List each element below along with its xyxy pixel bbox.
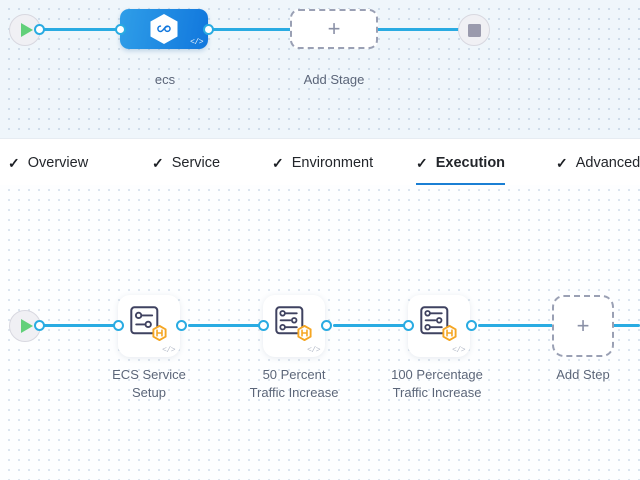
tab-advanced[interactable]: ✓ Advanced <box>556 139 640 186</box>
step-settings-icon <box>420 306 457 341</box>
play-icon <box>20 23 33 37</box>
tab-environment-label: Environment <box>291 154 374 171</box>
step-2-input-port[interactable] <box>258 320 269 331</box>
step-node-50-percent-traffic-increase[interactable]: </> <box>263 295 325 357</box>
tab-environment[interactable]: ✓ Environment <box>272 139 373 186</box>
ecs-service-hex-icon <box>150 14 178 44</box>
step-code-badge: </> <box>162 346 175 355</box>
stage-ecs-input-port[interactable] <box>115 24 126 35</box>
check-icon: ✓ <box>272 154 284 171</box>
wire-step-1-to-step-2 <box>188 324 273 327</box>
plus-icon: + <box>327 16 341 41</box>
step-code-badge: </> <box>307 346 320 355</box>
stage-end-node[interactable] <box>458 14 490 46</box>
add-stage-label: Add Stage <box>303 72 365 87</box>
harness-hex-badge <box>152 325 167 341</box>
step-1-input-port[interactable] <box>113 320 124 331</box>
step-node-ecs-service-setup[interactable]: </> <box>118 295 180 357</box>
step-settings-icon <box>130 306 167 341</box>
tab-service-label: Service <box>171 154 221 171</box>
step-code-badge: </> <box>452 346 465 355</box>
check-icon: ✓ <box>8 154 20 171</box>
step-1-output-port[interactable] <box>176 320 187 331</box>
step-1-label: ECS Service Setup <box>112 367 186 400</box>
stage-canvas[interactable]: </> ecs + Add Stage <box>0 0 640 138</box>
step-3-input-port[interactable] <box>403 320 414 331</box>
wire-start-to-ecs <box>36 28 136 31</box>
wire-step-2-to-step-3 <box>333 324 415 327</box>
harness-hex-badge <box>442 325 457 341</box>
step-node-100-percentage-traffic-increase[interactable]: </> <box>408 295 470 357</box>
stop-icon <box>467 23 481 37</box>
check-icon: ✓ <box>152 154 164 171</box>
step-settings-icon <box>275 306 312 341</box>
step-2-label: 50 Percent Traffic Increase <box>249 367 339 400</box>
step-3-label: 100 Percentage Traffic Increase <box>391 367 483 400</box>
play-icon <box>20 319 33 333</box>
stage-code-badge: </> <box>190 38 203 47</box>
wire-start-to-step-1 <box>36 324 126 327</box>
stage-start-output-port[interactable] <box>34 24 45 35</box>
stage-start-node[interactable] <box>9 14 41 46</box>
step-start-output-port[interactable] <box>34 320 45 331</box>
tab-execution-label: Execution <box>435 154 506 171</box>
execution-steps-canvas[interactable]: </> ECS Service Setup <box>0 185 640 480</box>
check-icon: ✓ <box>416 154 428 171</box>
tab-advanced-label: Advanced <box>575 154 640 171</box>
wire-ecs-to-add-stage <box>200 28 300 31</box>
add-step-button[interactable]: + <box>552 295 614 357</box>
tab-execution[interactable]: ✓ Execution <box>416 139 506 186</box>
tab-service[interactable]: ✓ Service <box>152 139 220 186</box>
tab-overview[interactable]: ✓ Overview <box>8 139 88 186</box>
tab-overview-label: Overview <box>27 154 89 171</box>
stage-ecs-output-port[interactable] <box>203 24 214 35</box>
check-icon: ✓ <box>556 154 568 171</box>
stage-node-ecs[interactable]: </> <box>120 9 208 49</box>
harness-hex-badge <box>297 325 312 341</box>
add-stage-button[interactable]: + <box>290 9 378 49</box>
tab-bar[interactable]: ✓ Overview ✓ Service ✓ Environment ✓ Exe… <box>0 138 640 186</box>
stage-ecs-label: ecs <box>154 72 176 87</box>
step-3-output-port[interactable] <box>466 320 477 331</box>
plus-icon: + <box>576 313 590 338</box>
add-step-label: Add Step <box>556 367 610 382</box>
wire-add-stage-to-end <box>374 28 466 31</box>
step-2-output-port[interactable] <box>321 320 332 331</box>
